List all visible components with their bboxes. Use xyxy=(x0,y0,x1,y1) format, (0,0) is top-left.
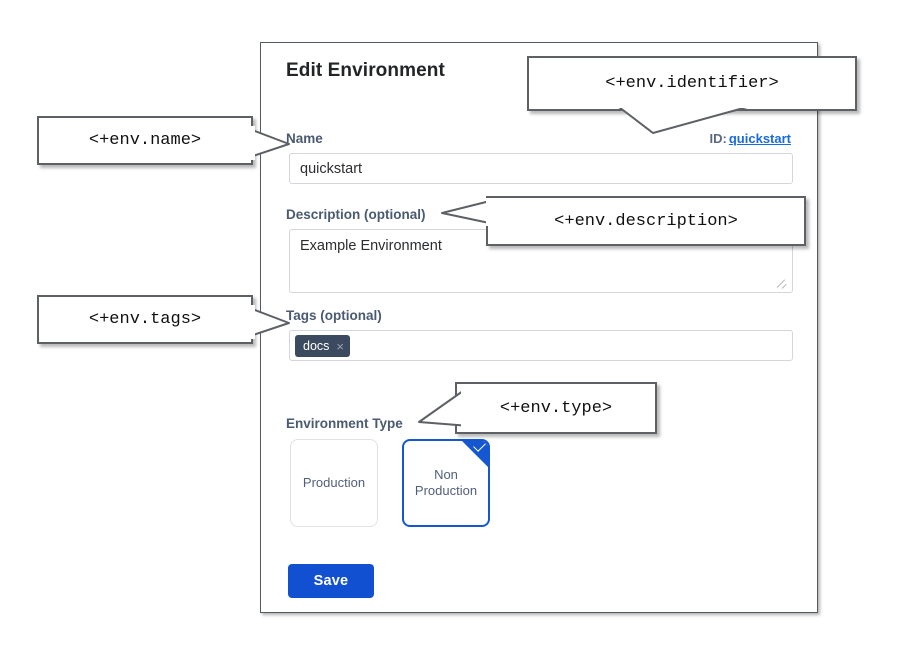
tags-input[interactable]: docs × xyxy=(289,330,793,361)
tags-label: Tags (optional) xyxy=(286,308,382,323)
callout-env-identifier-text: <+env.identifier> xyxy=(605,74,779,93)
callout-env-identifier: <+env.identifier> xyxy=(527,56,857,111)
callout-tail-name xyxy=(245,126,290,160)
environment-type-option-non-production[interactable]: Non Production xyxy=(402,439,490,527)
environment-type-option-production-label: Production xyxy=(302,475,366,490)
edit-environment-panel: Edit Environment ID:quickstart Name Desc… xyxy=(260,42,818,613)
callout-env-name-text: <+env.name> xyxy=(88,131,202,150)
environment-id-label: ID: xyxy=(709,131,727,146)
callout-tail-identifier xyxy=(614,100,760,134)
callout-tail-type xyxy=(418,384,475,430)
environment-type-label: Environment Type xyxy=(286,416,403,431)
callout-env-name: <+env.name> xyxy=(37,116,253,165)
callout-env-tags: <+env.tags> xyxy=(37,295,253,344)
save-button[interactable]: Save xyxy=(288,564,374,598)
description-label: Description (optional) xyxy=(286,207,426,222)
callout-env-description: <+env.description> xyxy=(486,196,806,246)
callout-tail-description xyxy=(441,198,498,226)
name-input[interactable] xyxy=(289,153,793,184)
tag-chip-docs[interactable]: docs × xyxy=(295,335,350,357)
environment-type-option-production[interactable]: Production xyxy=(290,439,378,527)
callout-env-tags-text: <+env.tags> xyxy=(88,310,202,329)
page-title: Edit Environment xyxy=(286,60,445,81)
callout-env-type: <+env.type> xyxy=(455,382,657,434)
environment-id-line: ID:quickstart xyxy=(710,131,791,146)
callout-env-type-text: <+env.type> xyxy=(499,398,613,418)
callout-tail-tags xyxy=(245,305,290,339)
tag-chip-label: docs xyxy=(303,339,330,353)
selected-corner-badge xyxy=(462,441,488,467)
callout-env-description-text: <+env.description> xyxy=(554,211,738,231)
close-icon[interactable]: × xyxy=(336,338,344,354)
environment-type-option-non-production-label: Non Production xyxy=(414,467,478,498)
environment-id-link[interactable]: quickstart xyxy=(728,131,791,146)
name-label: Name xyxy=(286,131,323,146)
